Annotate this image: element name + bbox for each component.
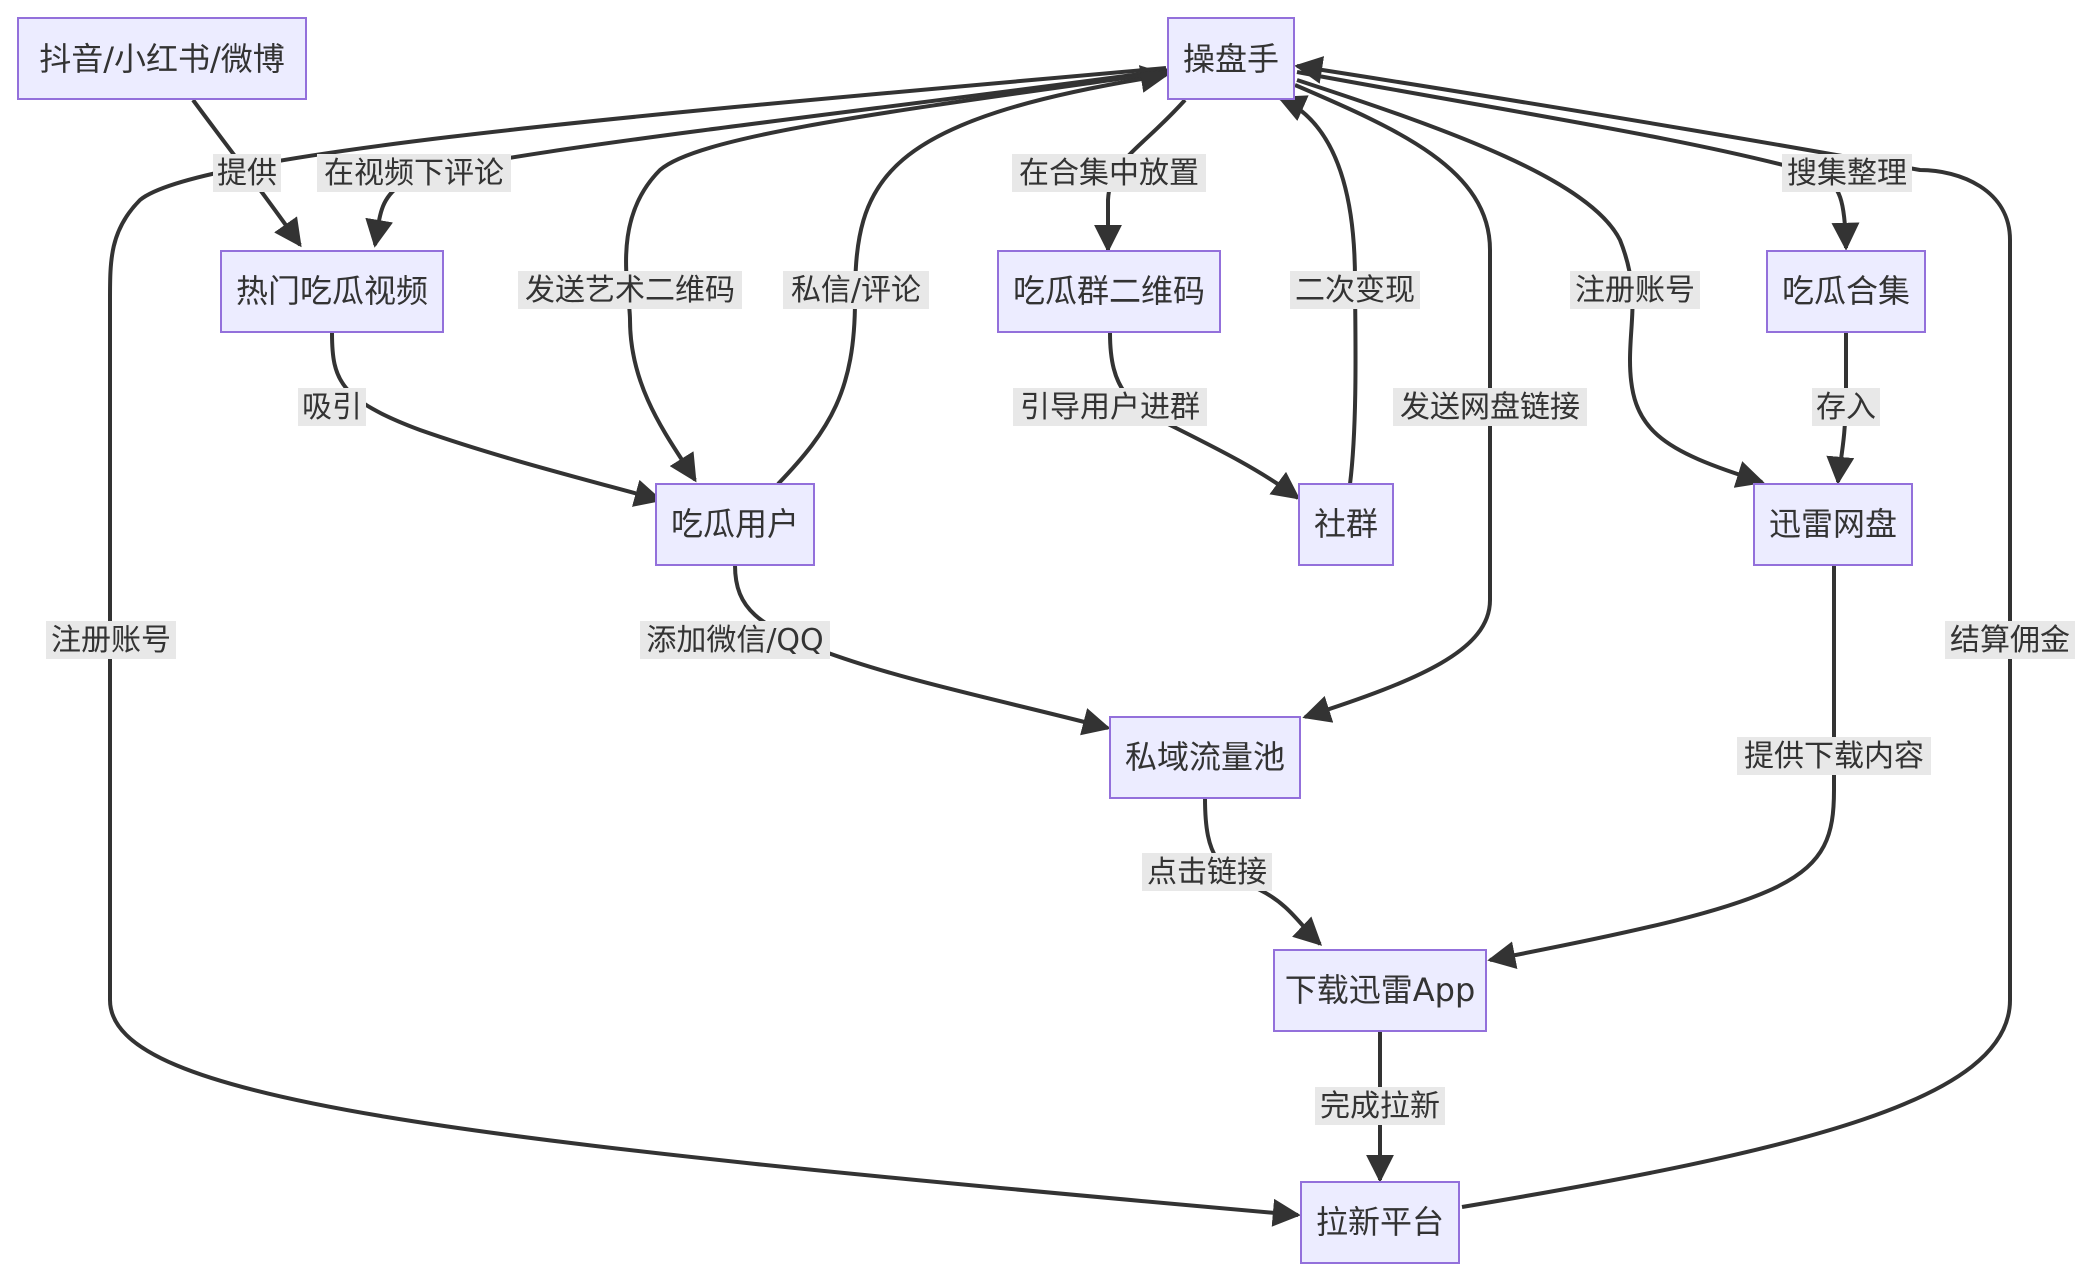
edge-pull-platform-to-operator (1294, 56, 2012, 1209)
nodes: 抖音/小红书/微博 操盘手 热门吃瓜视频 吃瓜群二维码 吃瓜合集 吃瓜用户 社群 (17, 17, 1926, 1264)
edge-operator-to-private-pool (1294, 83, 1492, 723)
edge-label-store-in: 存入 (1812, 388, 1880, 426)
node-collection-label: 吃瓜合集 (1782, 272, 1910, 310)
edge-label-secondary-monetize: 二次变现 (1290, 271, 1420, 309)
node-platforms[interactable]: 抖音/小红书/微博 (17, 17, 307, 100)
node-private-pool[interactable]: 私域流量池 (1109, 716, 1301, 799)
edge-label-guide-join-group: 引导用户进群 (1013, 388, 1207, 426)
edge-label-send-pan-link: 发送网盘链接 (1393, 388, 1587, 426)
node-gossip-users[interactable]: 吃瓜用户 (655, 483, 815, 566)
node-gossip-users-label: 吃瓜用户 (671, 505, 799, 543)
edge-gossip-users-to-operator (776, 65, 1169, 486)
edge-operator-to-gossip-users (624, 70, 1169, 483)
edge-label-provide-download: 提供下载内容 (1737, 737, 1931, 775)
svg-text:注册账号: 注册账号 (51, 623, 171, 658)
edge-operator-to-pull-platform (108, 66, 1301, 1227)
edge-label-settle-commission: 结算佣金 (1945, 621, 2075, 659)
node-group-qr-label: 吃瓜群二维码 (1013, 272, 1205, 310)
svg-text:发送艺术二维码: 发送艺术二维码 (525, 273, 735, 308)
node-community-label: 社群 (1314, 505, 1378, 543)
node-hot-videos-label: 热门吃瓜视频 (236, 272, 428, 310)
edge-label-send-art-qr: 发送艺术二维码 (518, 271, 742, 309)
edge-label-complete-pull: 完成拉新 (1315, 1087, 1445, 1125)
svg-text:引导用户进群: 引导用户进群 (1020, 390, 1200, 425)
edge-label-provide: 提供 (213, 154, 281, 192)
svg-text:提供下载内容: 提供下载内容 (1744, 739, 1924, 774)
edges (108, 56, 2012, 1227)
edge-operator-to-collection (1296, 70, 1860, 251)
edge-labels: 提供 在视频下评论 在合集中放置 搜集整理 发送艺术二维码 私信/评论 二次变现 (46, 154, 2075, 1125)
edge-label-place-in-collection: 在合集中放置 (1012, 154, 1206, 192)
node-operator-label: 操盘手 (1183, 40, 1279, 78)
node-download-app-label: 下载迅雷App (1285, 971, 1476, 1009)
node-operator[interactable]: 操盘手 (1167, 17, 1295, 100)
node-private-pool-label: 私域流量池 (1125, 738, 1285, 776)
node-xunlei-pan-label: 迅雷网盘 (1769, 505, 1897, 543)
edge-gossip-users-to-private-pool (733, 564, 1111, 736)
svg-text:添加微信/QQ: 添加微信/QQ (646, 623, 823, 658)
node-hot-videos[interactable]: 热门吃瓜视频 (220, 250, 444, 333)
edge-label-click-link: 点击链接 (1142, 853, 1272, 891)
edge-label-add-wechat-qq: 添加微信/QQ (640, 621, 830, 659)
svg-text:完成拉新: 完成拉新 (1320, 1089, 1440, 1124)
node-pull-platform[interactable]: 拉新平台 (1300, 1181, 1460, 1264)
node-community[interactable]: 社群 (1298, 483, 1394, 566)
node-group-qr[interactable]: 吃瓜群二维码 (997, 250, 1221, 333)
svg-text:提供: 提供 (217, 156, 277, 191)
node-pull-platform-label: 拉新平台 (1316, 1203, 1444, 1241)
svg-text:搜集整理: 搜集整理 (1787, 156, 1907, 191)
svg-text:点击链接: 点击链接 (1147, 855, 1267, 890)
node-xunlei-pan[interactable]: 迅雷网盘 (1753, 483, 1913, 566)
edge-label-collect-organize: 搜集整理 (1782, 154, 1912, 192)
edge-label-dm-comment: 私信/评论 (783, 271, 929, 309)
node-platforms-label: 抖音/小红书/微博 (39, 40, 285, 78)
svg-text:在视频下评论: 在视频下评论 (324, 156, 504, 191)
edge-hot-videos-to-gossip-users (330, 332, 663, 507)
svg-text:私信/评论: 私信/评论 (791, 273, 921, 308)
svg-text:发送网盘链接: 发送网盘链接 (1400, 390, 1580, 425)
edge-label-register-account-pan: 注册账号 (1570, 271, 1700, 309)
svg-text:在合集中放置: 在合集中放置 (1019, 156, 1199, 191)
svg-text:吸引: 吸引 (302, 390, 362, 425)
node-collection[interactable]: 吃瓜合集 (1766, 250, 1926, 333)
edge-label-comment-under-video: 在视频下评论 (317, 154, 511, 192)
node-download-app[interactable]: 下载迅雷App (1273, 949, 1487, 1032)
svg-text:注册账号: 注册账号 (1575, 273, 1695, 308)
edge-label-attract: 吸引 (298, 388, 366, 426)
edge-operator-to-hot-videos (365, 68, 1171, 248)
edge-label-register-account-platform: 注册账号 (46, 621, 176, 659)
edge-xunlei-pan-to-download-app (1487, 565, 1836, 969)
svg-text:存入: 存入 (1816, 390, 1876, 425)
svg-text:二次变现: 二次变现 (1295, 273, 1415, 308)
svg-text:结算佣金: 结算佣金 (1950, 623, 2070, 658)
